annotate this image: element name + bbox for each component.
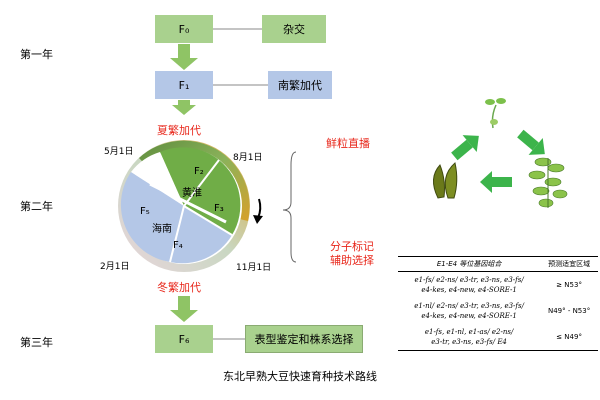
table-header-region: 预测适宜区域 bbox=[540, 256, 598, 272]
arrow-f0-f1 bbox=[170, 44, 198, 70]
curly-brace bbox=[282, 151, 297, 263]
f6-box: F₆ bbox=[155, 325, 213, 353]
rotation-arrow-head bbox=[253, 215, 263, 224]
marker-label-line2: 辅助选择 bbox=[330, 254, 374, 267]
year-label-third: 第三年 bbox=[20, 336, 53, 349]
f6-label: F₆ bbox=[178, 332, 190, 346]
direct-seed-label: 鲜粒直播 bbox=[326, 137, 370, 150]
date-may: 5月1日 bbox=[104, 147, 134, 157]
sector-f4-label: F₄ bbox=[173, 240, 183, 251]
sector-f2-label: F₂ bbox=[194, 166, 204, 177]
allele-table: E1-E4 等位基因组合 预测适宜区域 e1-fs/ e2-ns/ e3-tr,… bbox=[398, 256, 598, 351]
selection-box: 表型鉴定和株系选择 bbox=[245, 325, 363, 353]
winter-breed-label: 冬繁加代 bbox=[157, 281, 201, 294]
table-cell-genes: e1-fs/ e2-ns/ e3-tr, e3-ns, e3-fs/ e4-ke… bbox=[398, 272, 540, 299]
hainan-label: 海南 bbox=[152, 224, 172, 235]
date-aug: 8月1日 bbox=[233, 153, 263, 163]
table-row: e1-fs, e1-nl, e1-as/ e2-ns/ e3-tr, e3-ns… bbox=[398, 324, 598, 351]
sector-f5 bbox=[120, 172, 184, 262]
table-cell-genes: e1-nl/ e2-ns/ e3-tr, e3-ns, e3-fs/ e4-ke… bbox=[398, 298, 540, 324]
year-label-second: 第二年 bbox=[20, 200, 53, 213]
seedling-icon bbox=[485, 98, 506, 129]
table-cell-region: ≥ N53° bbox=[556, 281, 582, 289]
mature-plant-icon bbox=[528, 157, 568, 208]
pods-icon bbox=[433, 162, 458, 199]
gene-line: e1-fs, e1-nl, e1-as/ e2-ns/ bbox=[424, 328, 514, 336]
cycle-arrow-up-right bbox=[451, 135, 479, 161]
season-wheel bbox=[118, 140, 263, 272]
table-cell-region: ≤ N49° bbox=[540, 324, 598, 351]
arrow-wheel-f6 bbox=[170, 296, 198, 322]
year-label-first: 第一年 bbox=[20, 48, 53, 61]
cycle-arrow-down-right bbox=[517, 129, 545, 155]
arrow-f1-wheel bbox=[172, 100, 196, 115]
south-breed-label: 南繁加代 bbox=[278, 79, 322, 92]
life-cycle-illustration bbox=[433, 98, 568, 208]
gene-line: e1-nl/ e2-ns/ e3-tr, e3-ns, e3-fs/ bbox=[414, 302, 524, 310]
f0-label: F₀ bbox=[178, 22, 190, 36]
selection-label: 表型鉴定和株系选择 bbox=[254, 333, 354, 346]
table-cell-region: N49° - N53° bbox=[547, 307, 591, 315]
figure-caption: 东北早熟大豆快速育种技术路线 bbox=[223, 370, 377, 383]
table-header-genes: E1-E4 等位基因组合 bbox=[398, 256, 541, 272]
table-cell-genes: e1-fs, e1-nl, e1-as/ e2-ns/ e3-tr, e3-ns… bbox=[398, 324, 541, 351]
sector-f4 bbox=[170, 206, 232, 264]
huanghuai-label: 黄淮 bbox=[182, 188, 202, 199]
f0-box: F₀ bbox=[155, 15, 213, 43]
gene-line: e3-tr, e3-ns, e3-fs/ E4 bbox=[431, 338, 507, 346]
sector-f2 bbox=[160, 147, 219, 206]
marker-label-line1: 分子标记 bbox=[330, 240, 374, 253]
f1-label: F₁ bbox=[178, 78, 190, 92]
date-feb: 2月1日 bbox=[100, 262, 130, 272]
cross-label: 杂交 bbox=[283, 23, 305, 36]
sector-f3-label: F₃ bbox=[214, 203, 224, 214]
summer-breed-label: 夏繁加代 bbox=[157, 124, 201, 137]
cycle-arrow-left bbox=[480, 171, 512, 193]
gene-line: e4-kes, e4-new, e4-SORE-1 bbox=[421, 312, 517, 320]
gene-line: e4-kes, e4-new, e4-SORE-1 bbox=[421, 286, 517, 294]
table-header-row: E1-E4 等位基因组合 预测适宜区域 bbox=[398, 256, 598, 272]
gene-line: e1-fs/ e2-ns/ e3-tr, e3-ns, e3-fs/ bbox=[414, 276, 524, 284]
sector-f5-label: F₅ bbox=[140, 206, 150, 217]
cross-box: 杂交 bbox=[262, 15, 326, 43]
f1-box: F₁ bbox=[155, 71, 213, 99]
date-nov: 11月1日 bbox=[236, 263, 272, 273]
sector-f3 bbox=[184, 160, 241, 235]
table-row: e1-nl/ e2-ns/ e3-tr, e3-ns, e3-fs/ e4-ke… bbox=[398, 298, 598, 324]
table-row: e1-fs/ e2-ns/ e3-tr, e3-ns, e3-fs/ e4-ke… bbox=[398, 272, 598, 299]
south-breed-box: 南繁加代 bbox=[268, 71, 332, 99]
sector-gap bbox=[131, 152, 184, 206]
rotation-arrow bbox=[257, 198, 262, 219]
